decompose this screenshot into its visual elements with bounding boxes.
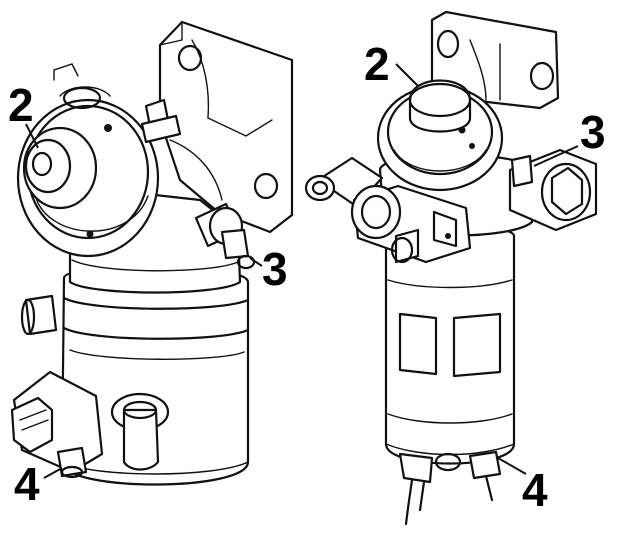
left-leader-2	[25, 123, 39, 149]
right-callout-3: 3	[580, 106, 606, 158]
left-pressure-regulator	[16, 63, 160, 258]
left-filter-assembly: 2 3 4	[8, 20, 294, 510]
right-vent-plug	[508, 148, 598, 232]
right-bottom-fittings	[398, 450, 502, 526]
left-bracket-bolt	[140, 98, 182, 144]
left-inlet-stub	[20, 294, 58, 336]
right-banjo-block	[350, 184, 472, 264]
right-leader-3	[533, 145, 579, 167]
left-leader-3	[249, 257, 263, 267]
left-callout-4: 4	[14, 458, 40, 510]
right-callout-4: 4	[522, 464, 548, 516]
left-mounting-bracket	[158, 20, 294, 234]
right-filter-assembly: 2 3 4	[304, 10, 606, 526]
right-leader-4	[497, 457, 527, 475]
left-leader-4	[43, 467, 63, 479]
right-pressure-regulator	[376, 79, 504, 192]
left-outlet-stub	[110, 392, 170, 471]
left-callout-3: 3	[262, 243, 288, 295]
right-leader-2	[395, 63, 419, 87]
left-callout-2: 2	[8, 79, 34, 131]
left-drain-plug	[10, 370, 104, 479]
left-vent-plug	[194, 202, 256, 270]
right-callout-2: 2	[364, 38, 390, 90]
